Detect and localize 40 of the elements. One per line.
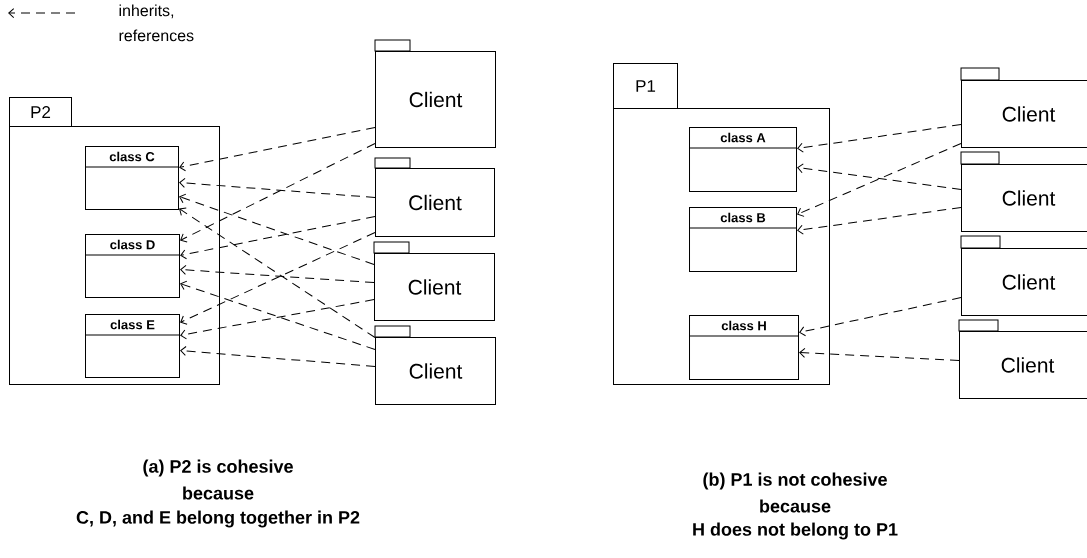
package-box: Client	[374, 325, 496, 405]
package-box: Client	[960, 235, 1087, 316]
caption-text: because	[760, 499, 831, 513]
class-box: class H	[688, 315, 800, 380]
caption-text: H does not belong to P1	[693, 522, 898, 540]
dependency-arrow	[797, 207, 962, 235]
package-box: Client	[374, 39, 496, 148]
dependency-arrow	[797, 143, 962, 217]
caption-text: C, D, and E belong together in P2	[76, 510, 360, 528]
caption-text: because	[183, 486, 254, 500]
dependency-arrow	[179, 193, 375, 265]
class-box: class C	[84, 146, 180, 210]
dependency-arrow	[180, 264, 375, 283]
dependency-arrow	[180, 143, 376, 243]
package-box: Client	[960, 151, 1087, 232]
dependency-arrow	[179, 207, 376, 338]
class-box: class E	[84, 314, 181, 378]
package-box: Client	[374, 157, 495, 237]
legend-text: inherits, references	[119, 4, 194, 42]
dependency-arrow	[179, 177, 376, 198]
class-box: class D	[84, 234, 181, 298]
dependency-arrow	[180, 232, 376, 325]
package-box: Client	[960, 67, 1087, 148]
dependency-arrow	[179, 127, 376, 172]
class-box: class A	[688, 127, 798, 192]
dependency-arrow	[180, 299, 375, 340]
node-label: P2	[31, 106, 51, 118]
dependency-arrow	[797, 163, 962, 190]
dependency-arrow	[799, 347, 960, 361]
dependency-arrow	[799, 297, 962, 337]
package-box: Client	[373, 241, 495, 321]
dependency-arrow	[797, 124, 962, 153]
caption-text: (b) P1 is not cohesive	[703, 472, 887, 490]
caption-text: (a) P2 is cohesive	[143, 459, 293, 477]
node-label: P1	[636, 80, 656, 92]
class-box: class B	[688, 207, 798, 272]
dependency-arrow	[180, 216, 376, 260]
dependency-arrow	[180, 346, 376, 367]
dependency-arrow	[180, 280, 376, 350]
package-box: Client	[958, 319, 1087, 399]
